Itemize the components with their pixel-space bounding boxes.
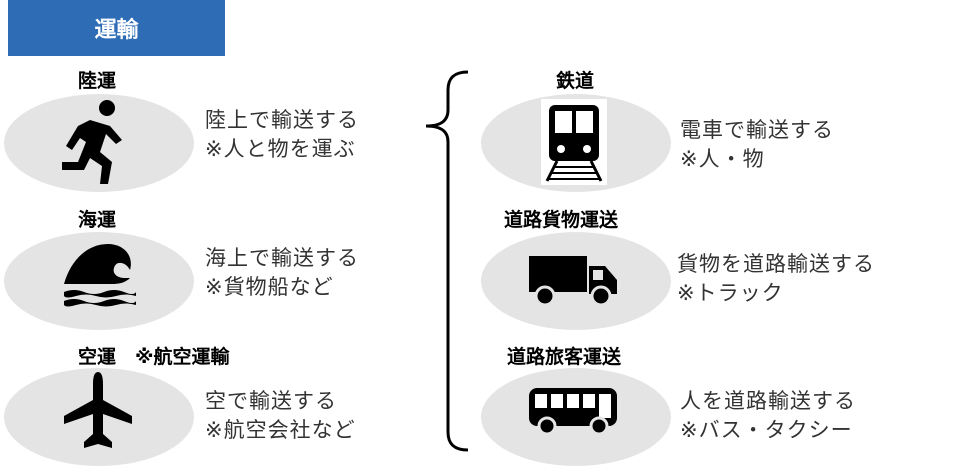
heading-freight: 道路貨物運送	[504, 209, 619, 231]
desc-sea-2: ※貨物船など	[205, 275, 334, 299]
desc-sea-1: 海上で輸送する	[205, 246, 359, 270]
desc-air-2: ※航空会社など	[205, 418, 356, 442]
desc-passenger-1: 人を道路輸送する	[680, 389, 856, 413]
airplane-icon	[64, 372, 132, 448]
desc-air-1: 空で輸送する	[205, 389, 337, 413]
desc-rail-2: ※人・物	[680, 147, 765, 171]
heading-passenger: 道路旅客運送	[507, 346, 622, 368]
desc-land-2: ※人と物を運ぶ	[205, 137, 356, 161]
heading-air: 空運 ※航空運輸	[78, 346, 230, 368]
desc-land-1: 陸上で輸送する	[205, 108, 359, 132]
desc-freight-2: ※トラック	[677, 281, 784, 305]
desc-passenger-2: ※バス・タクシー	[680, 418, 853, 442]
running-person-icon	[62, 100, 122, 184]
heading-land: 陸運	[78, 70, 117, 92]
heading-rail: 鉄道	[556, 70, 595, 92]
curly-brace	[425, 70, 469, 452]
wave-icon	[64, 244, 136, 307]
bus-icon	[529, 388, 617, 436]
truck-icon	[529, 256, 617, 307]
title-tab: 運輸	[8, 0, 225, 56]
desc-rail-1: 電車で輸送する	[680, 118, 834, 142]
train-icon	[541, 99, 607, 185]
heading-sea: 海運	[78, 209, 117, 231]
desc-freight-1: 貨物を道路輸送する	[677, 252, 875, 276]
